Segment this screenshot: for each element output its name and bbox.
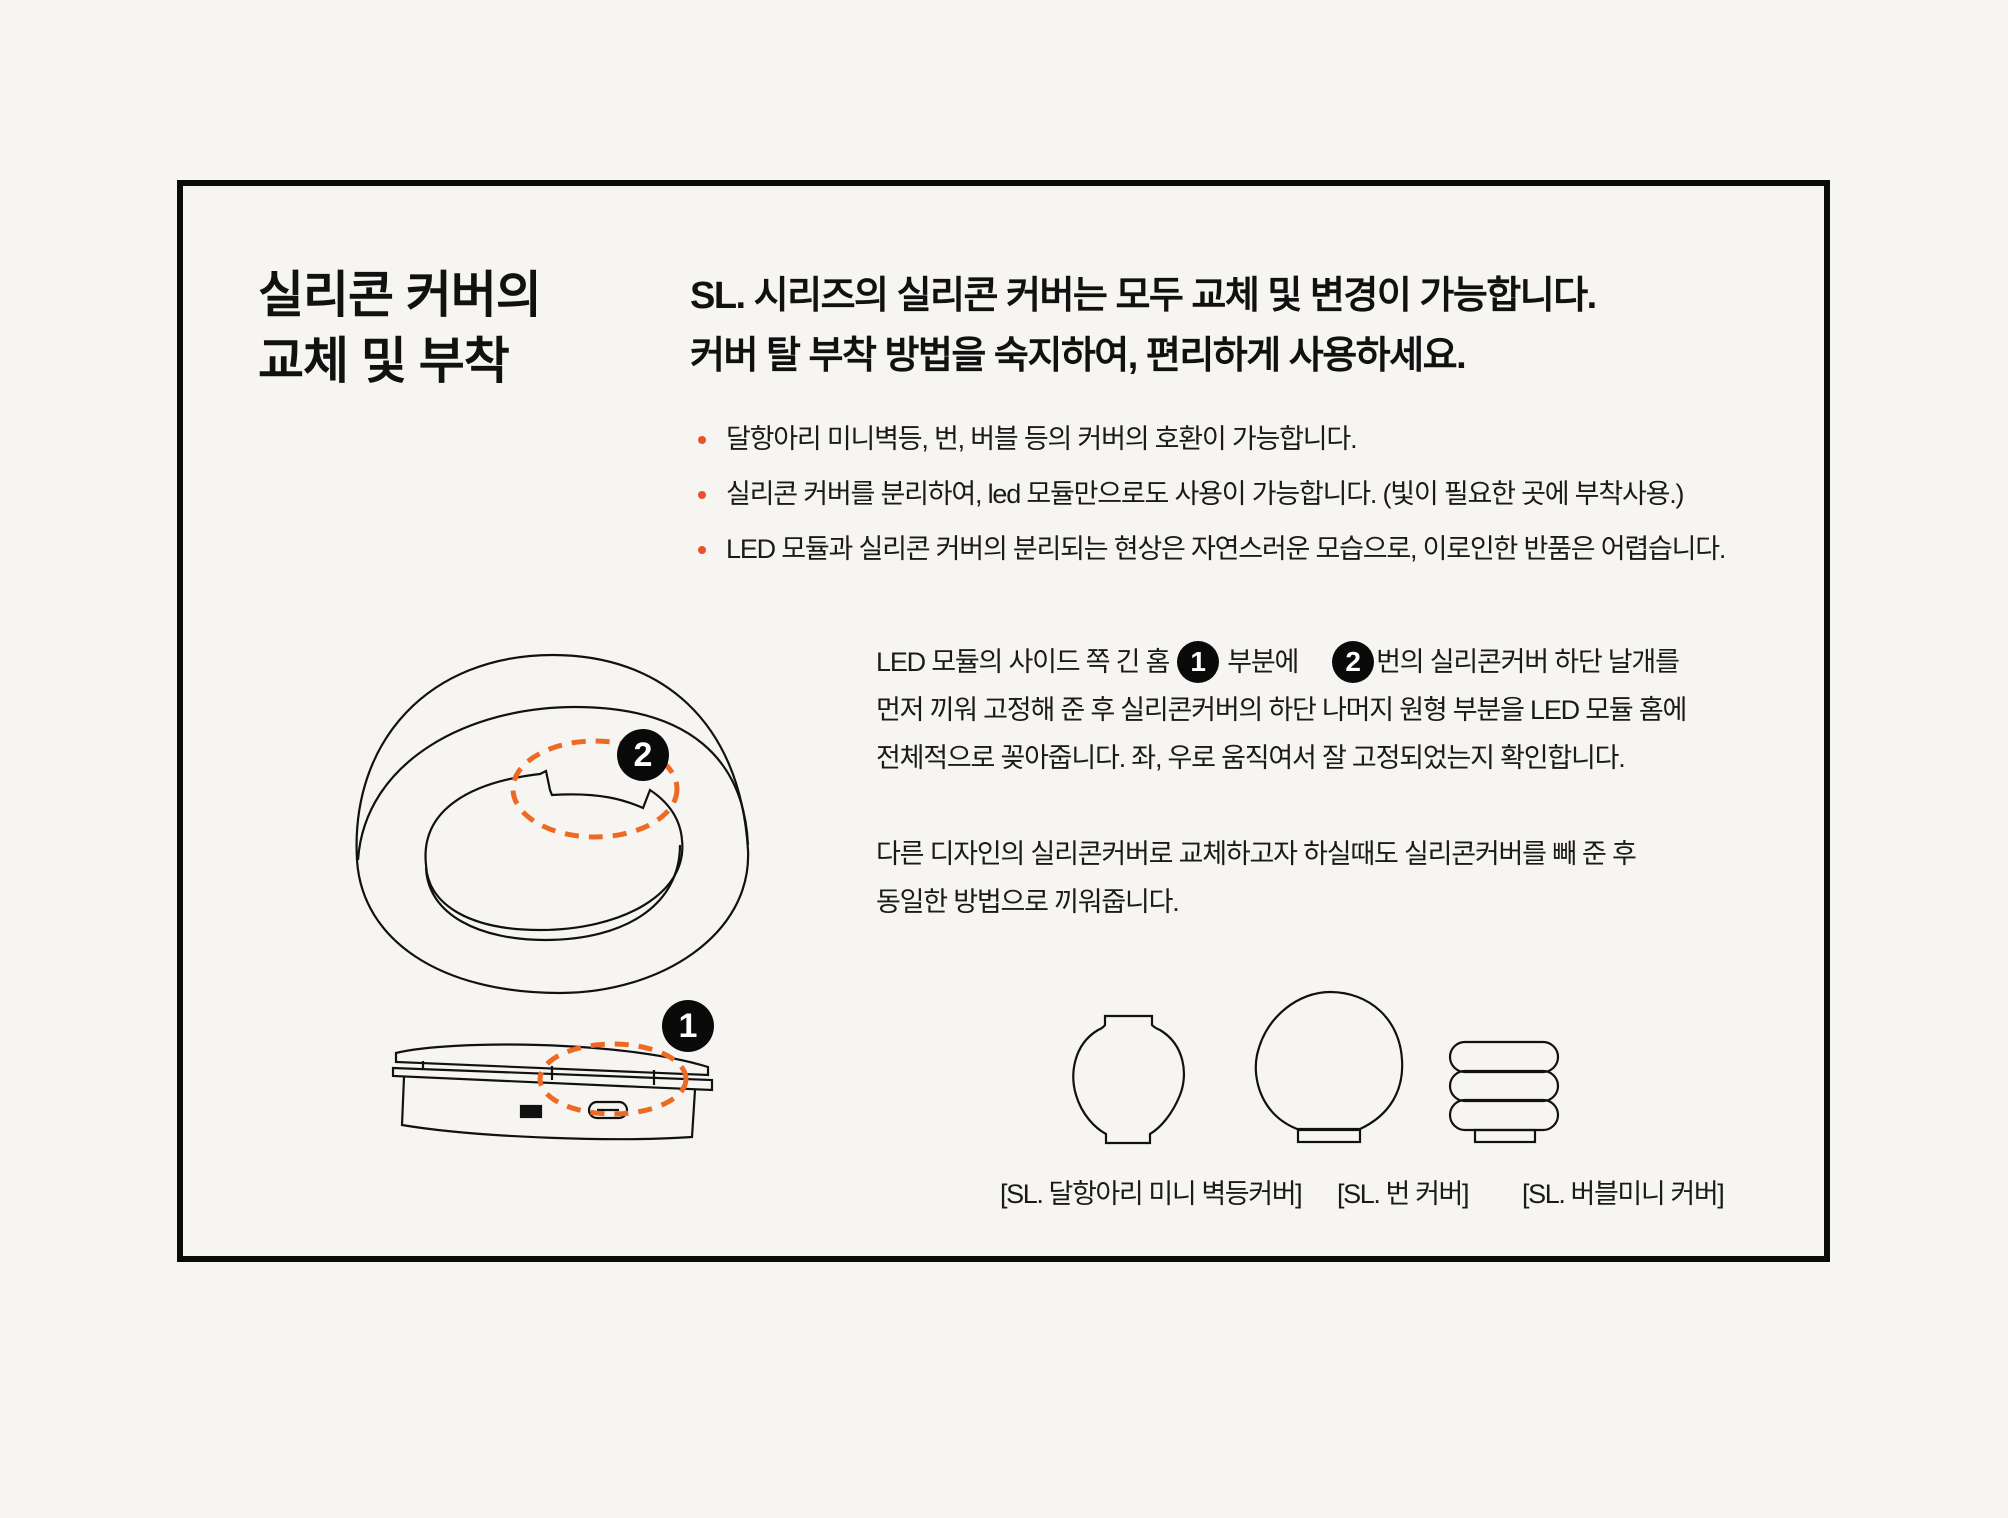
number-2-badge-icon: 2 xyxy=(617,729,669,781)
note-item: 달항아리 미니벽등, 번, 버블 등의 커버의 호환이 가능합니다. xyxy=(696,412,1725,467)
notes-list: 달항아리 미니벽등, 번, 버블 등의 커버의 호환이 가능합니다. 실리콘 커… xyxy=(696,412,1726,577)
bullet-dot-icon xyxy=(698,436,706,444)
instruction-line: 먼저 끼워 고정해 준 후 실리콘커버의 하단 나머지 원형 부분을 LED 모… xyxy=(876,695,1687,725)
bun-cover-icon xyxy=(1254,990,1404,1144)
headline: SL. 시리즈의 실리콘 커버는 모두 교체 및 변경이 가능합니다. 커버 탈… xyxy=(690,266,1597,386)
highlight-dashed-ellipse xyxy=(510,738,680,840)
moon-jar-cover-icon xyxy=(1072,1014,1186,1145)
cover-label-bubble: [SL. 버블미니 커버] xyxy=(1522,1179,1725,1209)
number-1-badge-icon: 1 xyxy=(1177,641,1220,683)
cover-label-moon-jar: [SL. 달항아리 미니 벽등커버] xyxy=(1000,1179,1303,1209)
instruction-line: 다른 디자인의 실리콘커버로 교체하고자 하실때도 실리콘커버를 빼 준 후 xyxy=(876,839,1637,869)
instruction-line: 동일한 방법으로 끼워줍니다. xyxy=(876,887,1180,917)
note-item: 실리콘 커버를 분리하여, led 모듈만으로도 사용이 가능합니다. (빛이 … xyxy=(696,467,1725,522)
instruction-line: LED 모듈의 사이드 쪽 긴 홈 1 부분에 2 번의 실리콘커버 하단 날개… xyxy=(876,638,1686,686)
instructions: LED 모듈의 사이드 쪽 긴 홈 1 부분에 2 번의 실리콘커버 하단 날개… xyxy=(876,638,1687,926)
number-1-badge-icon: 1 xyxy=(662,1000,714,1052)
cover-label-bun: [SL. 번 커버] xyxy=(1337,1179,1469,1209)
section-title: 실리콘 커버의 교체 및 부착 xyxy=(258,267,542,389)
bubble-cover-icon xyxy=(1448,1040,1560,1144)
headline-line-2: 커버 탈 부착 방법을 숙지하여, 편리하게 사용하세요. xyxy=(690,335,1467,377)
headline-line-1: SL. 시리즈의 실리콘 커버는 모두 교체 및 변경이 가능합니다. xyxy=(690,275,1597,317)
number-2-badge-icon: 2 xyxy=(1332,641,1375,683)
note-item: LED 모듈과 실리콘 커버의 분리되는 현상은 자연스러운 모습으로, 이로인… xyxy=(696,522,1726,577)
instruction-line: 전체적으로 꽂아줍니다. 좌, 우로 움직여서 잘 고정되었는지 확인합니다. xyxy=(876,743,1626,773)
bullet-dot-icon xyxy=(698,491,706,499)
bullet-dot-icon xyxy=(698,546,706,554)
highlight-dashed-ellipse xyxy=(537,1041,689,1117)
content-frame xyxy=(177,180,1830,1262)
